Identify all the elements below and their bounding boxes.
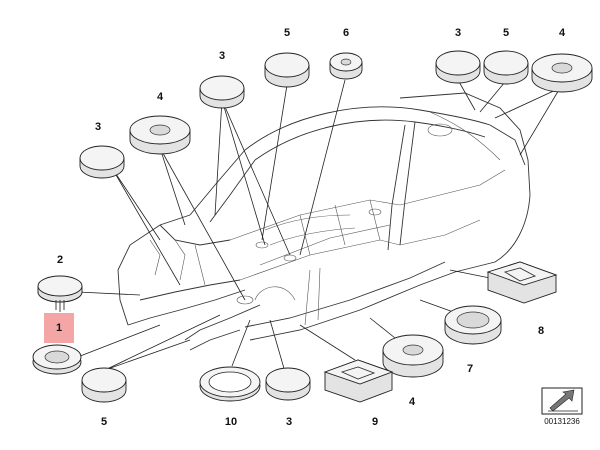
plug-item-5-top xyxy=(264,52,310,88)
callout-3-middle: 3 xyxy=(219,50,225,62)
callout-1: 1 xyxy=(56,322,62,334)
plug-item-3-bottom xyxy=(265,367,311,401)
plug-item-3-middle xyxy=(199,75,245,109)
callout-6: 6 xyxy=(343,27,349,39)
leader-lines xyxy=(69,79,561,373)
plug-item-3-right xyxy=(435,50,481,84)
plug-item-5-right xyxy=(483,50,529,85)
plug-item-1 xyxy=(32,313,82,375)
block-item-9 xyxy=(323,359,394,403)
reference-number: 00131236 xyxy=(544,417,580,426)
plug-item-6 xyxy=(329,52,363,80)
plug-item-7 xyxy=(444,305,502,345)
ring-item-10 xyxy=(199,366,261,402)
callout-5-top: 5 xyxy=(284,27,290,39)
callout-3-bottom: 3 xyxy=(286,416,292,428)
plug-item-4-right xyxy=(531,53,593,93)
callout-7: 7 xyxy=(467,363,473,375)
callout-2: 2 xyxy=(57,254,63,266)
car-body-outline xyxy=(117,92,531,351)
callout-3-right: 3 xyxy=(455,27,461,39)
block-item-8 xyxy=(486,261,558,304)
plug-item-3-left xyxy=(79,145,125,179)
callout-4-left: 4 xyxy=(157,91,164,103)
plug-item-4-bottom xyxy=(382,334,444,378)
callout-5-bottom: 5 xyxy=(101,416,107,428)
callout-3-left: 3 xyxy=(95,121,101,133)
reference-box: 00131236 xyxy=(541,387,583,426)
callout-9: 9 xyxy=(372,416,378,428)
highlight-box xyxy=(44,313,74,343)
plug-item-2 xyxy=(37,275,83,312)
plug-item-4-left xyxy=(129,115,191,155)
callout-4-right: 4 xyxy=(559,27,566,39)
callout-5-right: 5 xyxy=(503,27,509,39)
callout-labels: 2 1 3 4 3 5 6 3 5 4 8 7 4 9 3 10 5 xyxy=(56,27,566,428)
plug-item-5-bottom xyxy=(81,367,127,403)
callout-10: 10 xyxy=(225,416,237,428)
callout-8: 8 xyxy=(538,325,544,337)
arrow-icon xyxy=(549,389,575,412)
callout-4-bottom: 4 xyxy=(409,396,416,408)
